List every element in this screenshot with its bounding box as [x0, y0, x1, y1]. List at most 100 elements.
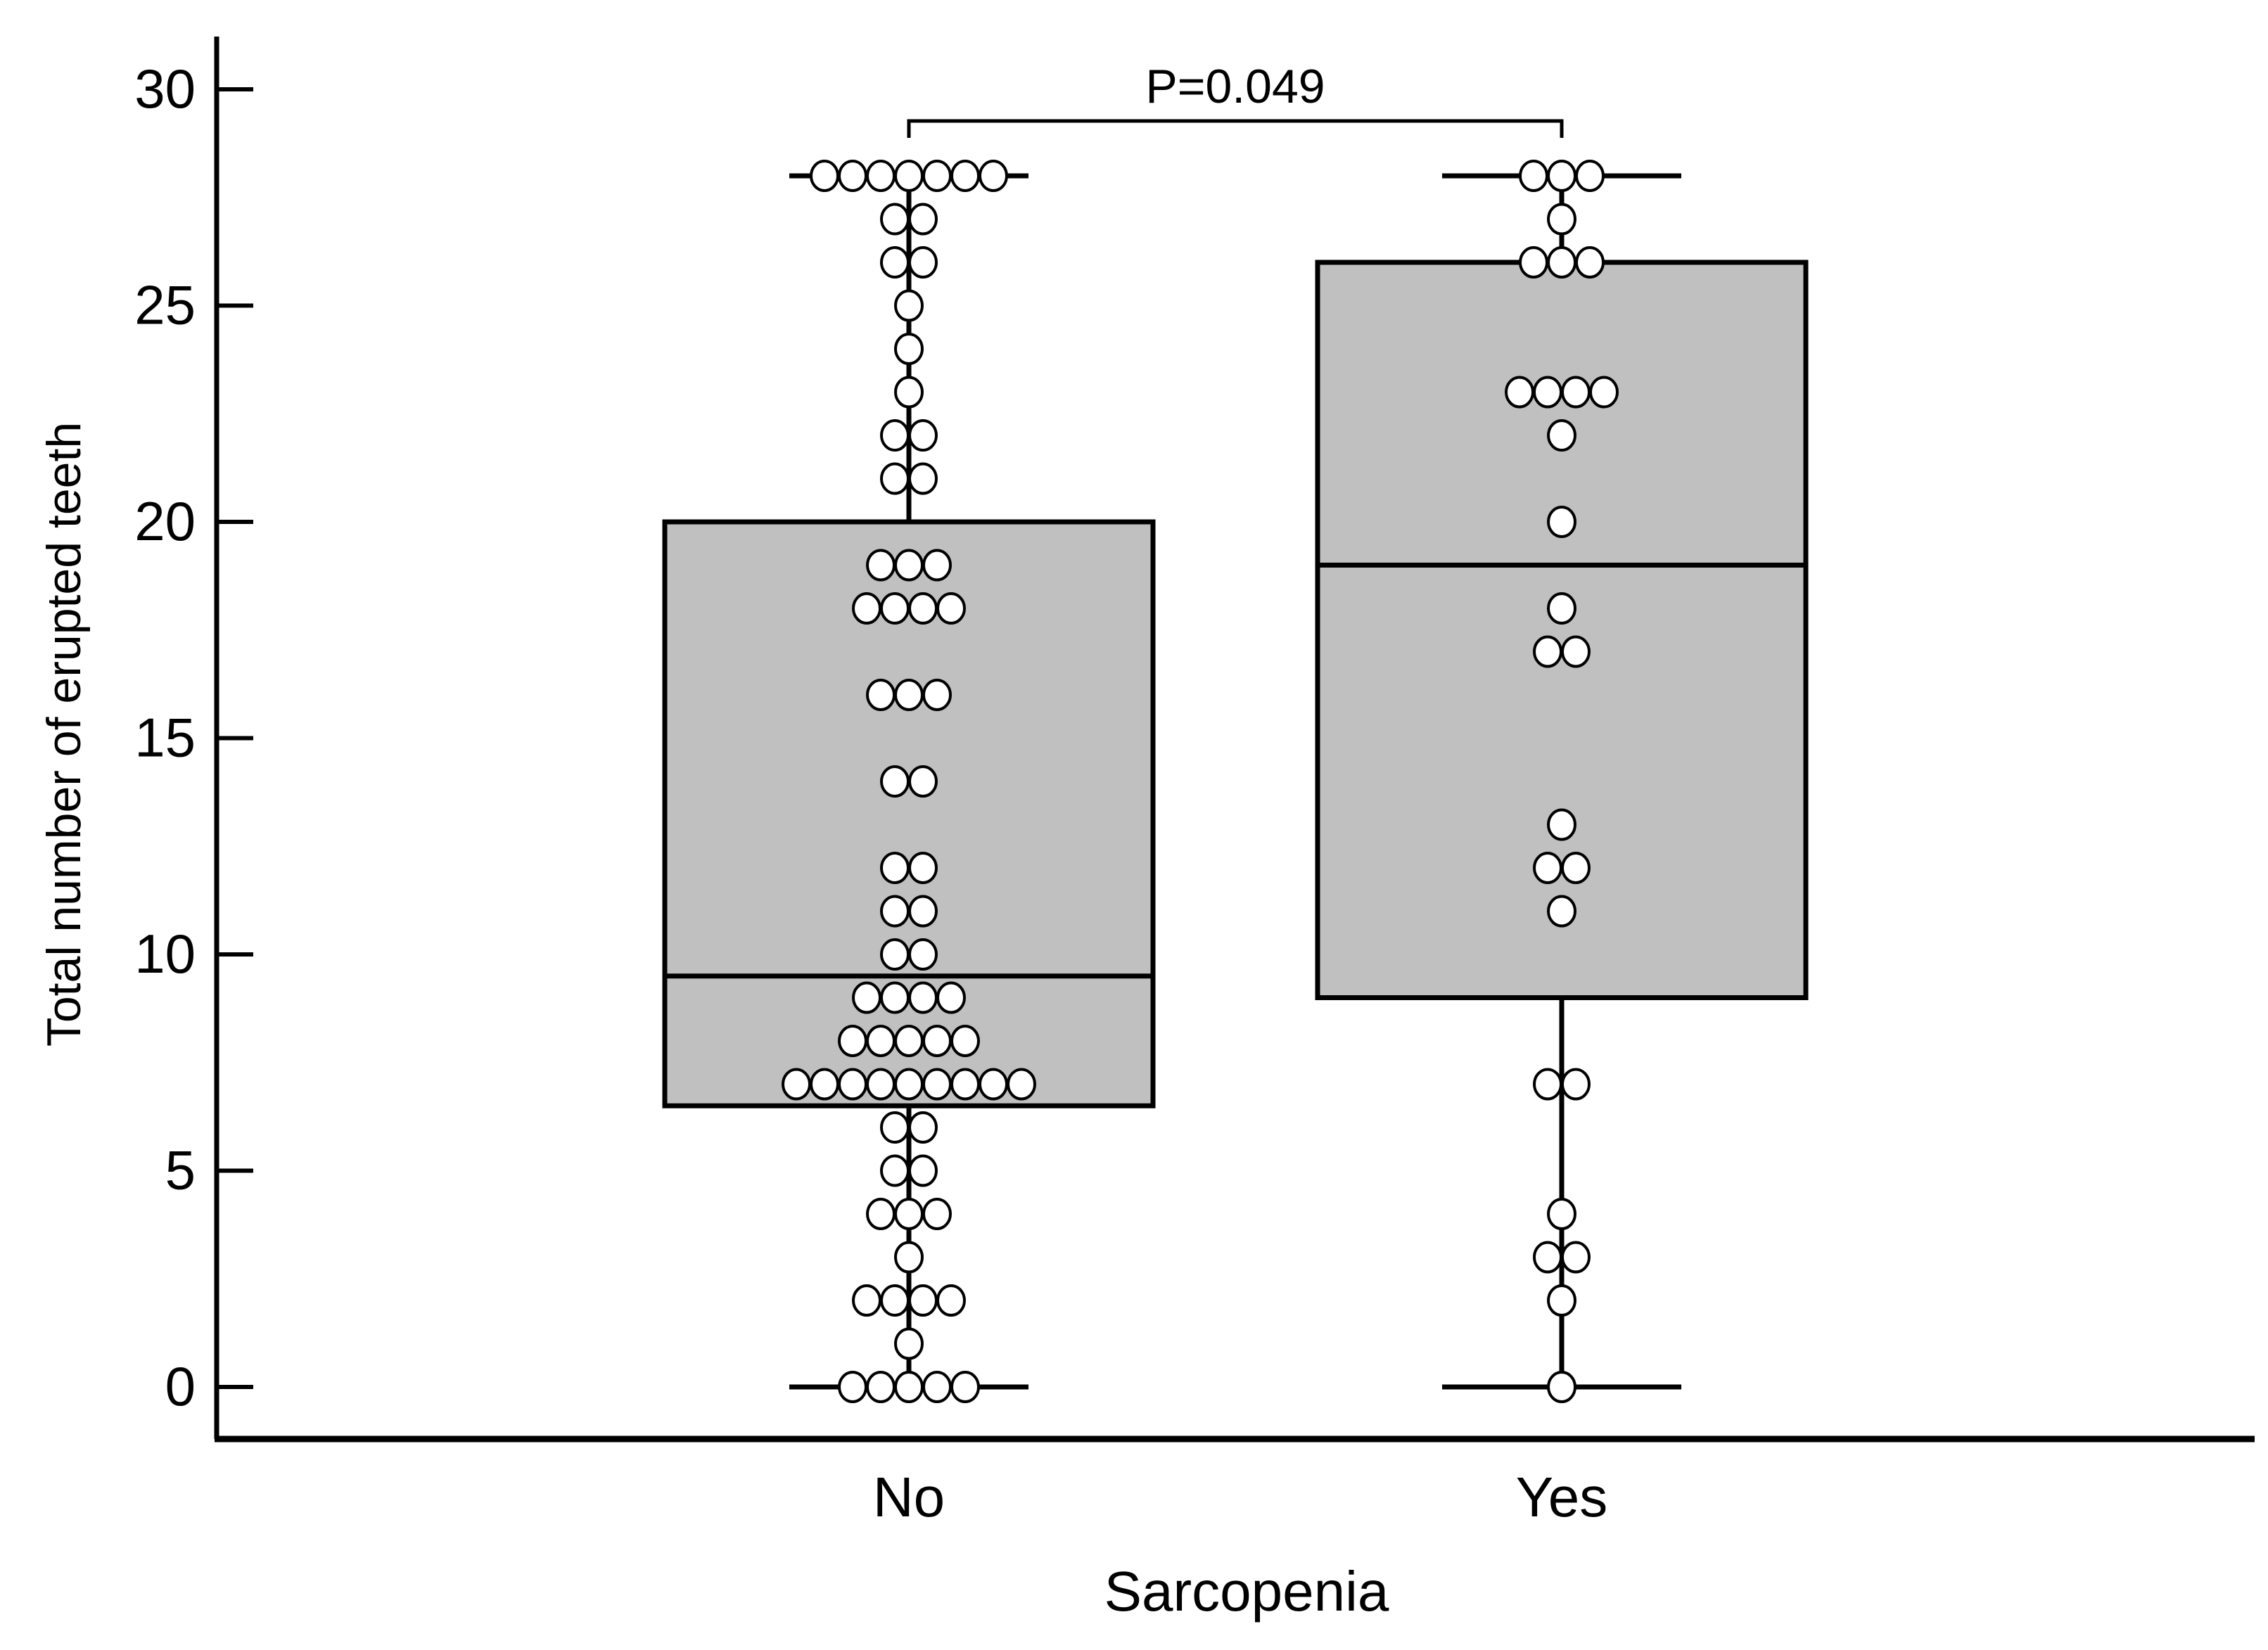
x-tick-labels-layer: No Yes — [873, 1466, 1607, 1528]
data-point — [908, 592, 938, 625]
annotation-layer: P=0.049 — [907, 60, 1564, 138]
data-point — [1519, 246, 1548, 279]
data-point — [1547, 419, 1576, 452]
x-axis-label: Sarcopenia — [1104, 1560, 1389, 1623]
data-point — [894, 549, 924, 582]
y-axis-label: Total number of erupted teeth — [37, 422, 91, 1047]
data-point — [894, 1241, 924, 1274]
data-point — [908, 203, 938, 236]
data-point — [908, 981, 938, 1014]
data-point — [922, 1068, 952, 1101]
data-point — [908, 765, 938, 798]
y-tick-label: 15 — [134, 707, 196, 769]
data-point — [852, 1284, 881, 1317]
points-layer — [782, 160, 1619, 1403]
box-group-no — [662, 173, 1156, 1390]
data-point — [1533, 1241, 1562, 1274]
y-tick-label: 20 — [134, 490, 196, 552]
data-point — [1547, 1198, 1576, 1230]
data-point — [866, 1068, 896, 1101]
significance-bracket — [907, 119, 1564, 138]
iqr-box — [1315, 260, 1809, 1000]
data-point — [908, 462, 938, 495]
data-point — [894, 1327, 924, 1360]
data-point — [922, 1371, 952, 1403]
data-point — [810, 160, 839, 192]
data-point — [908, 419, 938, 452]
data-point — [1533, 376, 1562, 409]
data-point — [922, 1025, 952, 1057]
data-point — [880, 203, 910, 236]
data-point — [1533, 1068, 1562, 1101]
data-point — [880, 981, 910, 1014]
data-point — [922, 1198, 952, 1230]
data-point — [1547, 506, 1576, 538]
data-point — [894, 679, 924, 711]
data-point — [894, 1068, 924, 1101]
data-point — [1575, 160, 1605, 192]
data-point — [1547, 1284, 1576, 1317]
boxes-layer — [662, 173, 1809, 1390]
data-point — [936, 592, 966, 625]
data-point — [979, 160, 1008, 192]
data-point — [894, 376, 924, 409]
data-point — [1007, 1068, 1036, 1101]
data-point — [880, 419, 910, 452]
data-point — [852, 981, 881, 1014]
data-point — [922, 549, 952, 582]
data-point — [908, 246, 938, 279]
data-point — [880, 462, 910, 495]
data-point — [1533, 635, 1562, 668]
data-point — [838, 1068, 867, 1101]
data-point — [880, 1154, 910, 1187]
data-point — [908, 1154, 938, 1187]
data-point — [908, 1111, 938, 1144]
data-point — [1505, 376, 1534, 409]
data-point — [894, 1198, 924, 1230]
data-point — [894, 1025, 924, 1057]
data-point — [1533, 852, 1562, 884]
data-point — [866, 1198, 896, 1230]
data-point — [1561, 1241, 1591, 1274]
data-point — [810, 1068, 839, 1101]
axes-layer — [214, 37, 2255, 1443]
data-point — [894, 1371, 924, 1403]
y-tick-label: 0 — [165, 1355, 196, 1417]
data-point — [880, 938, 910, 971]
data-point — [894, 333, 924, 365]
data-point — [1575, 246, 1605, 279]
data-point — [866, 1025, 896, 1057]
data-point — [866, 679, 896, 711]
data-point — [1547, 808, 1576, 841]
data-point — [950, 160, 980, 192]
data-point — [950, 1025, 980, 1057]
data-point — [880, 765, 910, 798]
data-point — [1561, 1068, 1591, 1101]
data-point — [1519, 160, 1548, 192]
data-point — [880, 1284, 910, 1317]
data-point — [1561, 852, 1591, 884]
data-point — [1561, 376, 1591, 409]
x-tick-label: Yes — [1516, 1466, 1608, 1528]
box-group-yes — [1315, 173, 1809, 1390]
data-point — [880, 246, 910, 279]
y-tick-label: 5 — [165, 1139, 196, 1201]
data-point — [866, 549, 896, 582]
data-point — [838, 1371, 867, 1403]
data-point — [880, 1111, 910, 1144]
data-point — [1589, 376, 1619, 409]
data-point — [894, 289, 924, 322]
data-point — [880, 592, 910, 625]
x-tick-label: No — [873, 1466, 945, 1528]
data-point — [1547, 592, 1576, 625]
data-point — [1561, 635, 1591, 668]
data-point — [950, 1068, 980, 1101]
data-point — [1547, 1371, 1576, 1403]
data-point — [866, 1371, 896, 1403]
data-point — [908, 852, 938, 884]
p-value-annotation: P=0.049 — [1145, 60, 1325, 113]
data-point — [838, 160, 867, 192]
